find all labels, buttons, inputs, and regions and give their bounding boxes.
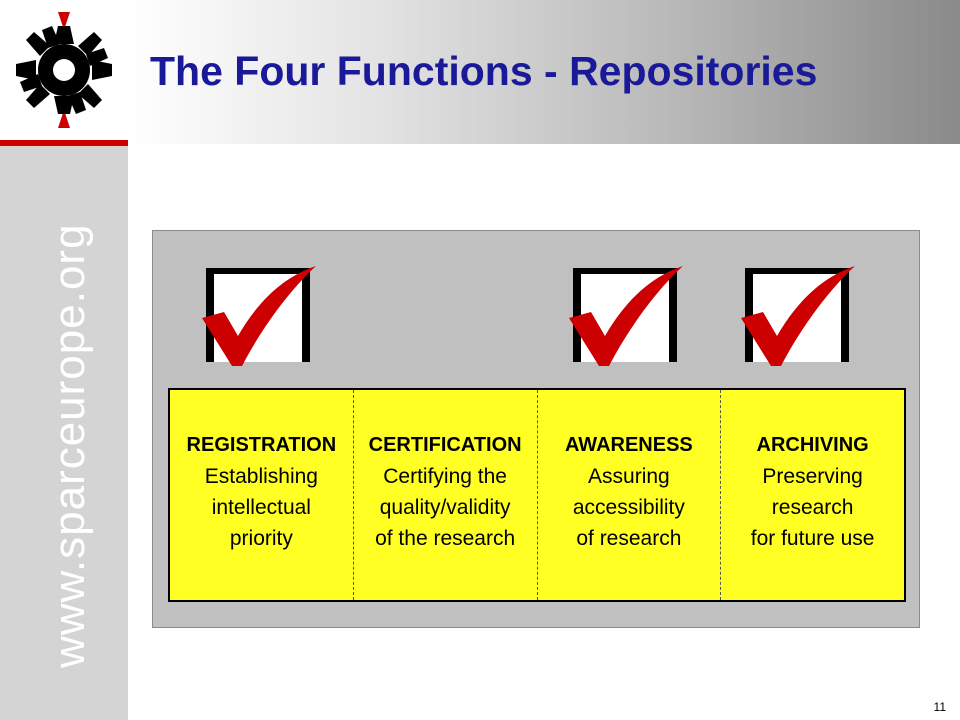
website-url: www.sparceurope.org (45, 223, 94, 668)
function-line: quality/validity (379, 496, 511, 519)
function-line: Assuring (588, 465, 670, 488)
functions-box: REGISTRATION Establishing intellectual p… (168, 388, 906, 602)
page-number: 11 (933, 700, 946, 714)
function-archiving: ARCHIVING Preserving research for future… (720, 390, 904, 600)
function-line: of the research (375, 527, 516, 550)
red-divider (0, 140, 128, 146)
header-band (128, 0, 960, 144)
function-line: Certifying the (383, 465, 507, 488)
function-line: of research (576, 527, 682, 550)
checkbox-checked-icon (569, 266, 683, 366)
function-line: accessibility (572, 496, 685, 519)
function-title: CERTIFICATION (368, 434, 522, 456)
checkbox-checked-icon (741, 266, 855, 366)
sparc-europe-star-icon (16, 12, 112, 128)
function-registration: REGISTRATION Establishing intellectual p… (170, 390, 353, 600)
function-certification: CERTIFICATION Certifying the quality/val… (352, 390, 537, 600)
logo (0, 0, 128, 140)
function-line: Preserving (762, 465, 863, 488)
function-line: for future use (750, 527, 875, 550)
function-line: priority (229, 527, 293, 550)
function-line: intellectual (211, 496, 311, 519)
function-awareness: AWARENESS Assuring accessibility of rese… (536, 390, 721, 600)
function-title: ARCHIVING (756, 434, 869, 456)
function-title: REGISTRATION (186, 434, 337, 456)
function-title: AWARENESS (564, 434, 693, 456)
function-line: Establishing (204, 465, 318, 488)
checkbox-checked-icon (202, 266, 316, 366)
page-title: The Four Functions - Repositories (150, 48, 818, 94)
function-line: research (771, 496, 854, 519)
